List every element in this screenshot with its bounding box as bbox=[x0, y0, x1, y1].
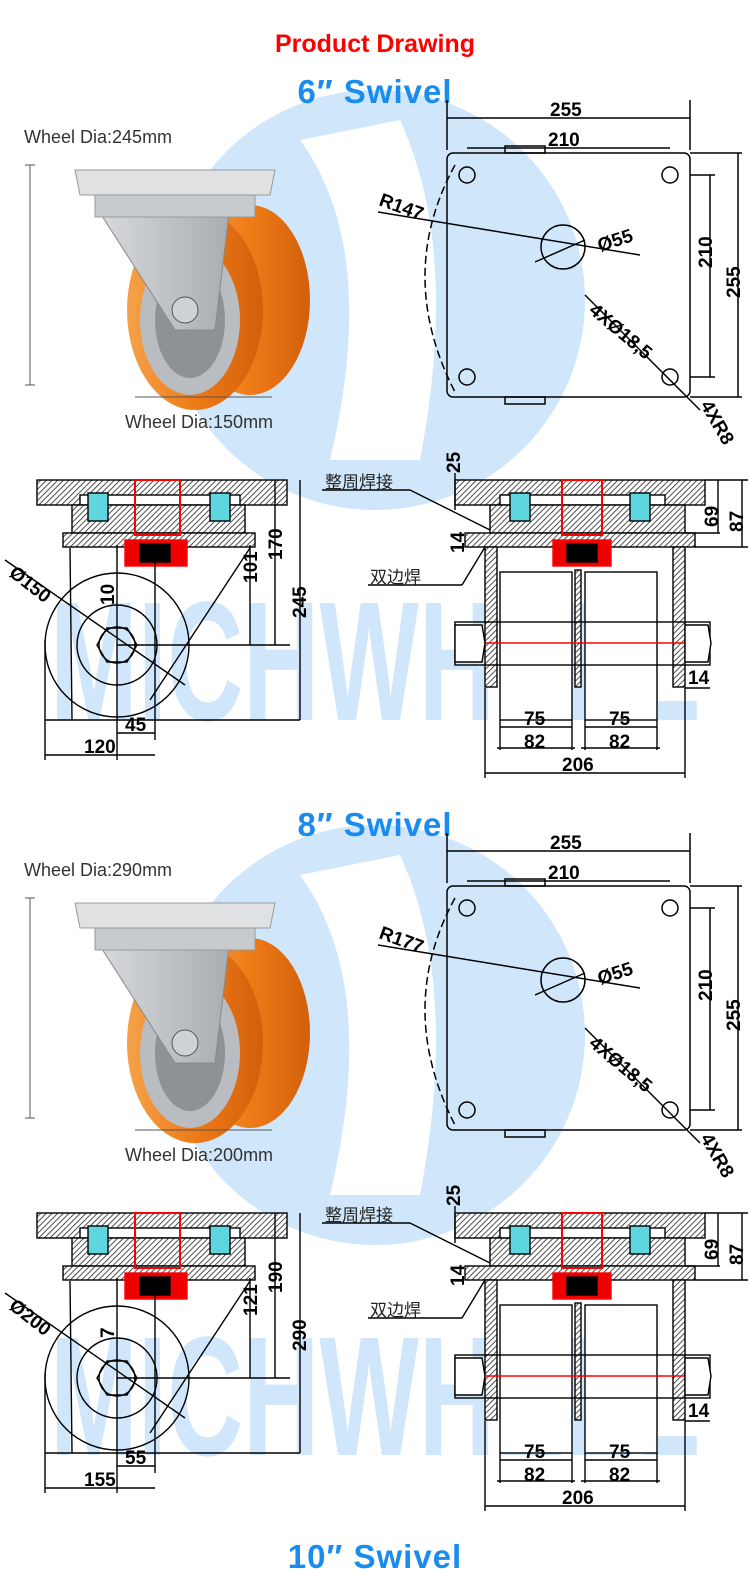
offset-dim: 10 bbox=[98, 584, 119, 605]
front-view bbox=[322, 1206, 748, 1511]
overall-width: 206 bbox=[562, 755, 594, 776]
tread-width-1: 75 bbox=[524, 709, 546, 730]
top-radius: R147 bbox=[376, 190, 426, 225]
top-radius: R177 bbox=[376, 923, 426, 958]
top-corners: 4XR8 bbox=[696, 397, 738, 449]
top-view bbox=[377, 100, 742, 411]
overall-height: 245 bbox=[290, 586, 311, 618]
plate-14: 14 bbox=[448, 531, 469, 553]
side-view bbox=[4, 479, 301, 760]
plate-thickness: 25 bbox=[444, 1184, 465, 1206]
height-dim-1: 101 bbox=[241, 551, 262, 583]
weld-full-label: 整周焊接 bbox=[325, 1206, 393, 1226]
leg-14: 14 bbox=[688, 668, 710, 689]
top-width-outer: 255 bbox=[550, 100, 582, 121]
top-center-hole: Ø55 bbox=[595, 959, 636, 990]
top-height-inner: 210 bbox=[696, 236, 717, 268]
wheel-dia-label: Wheel Dia:150mm bbox=[125, 412, 273, 432]
swivel-lead: 45 bbox=[125, 715, 147, 736]
section-heading: 8″ Swivel bbox=[297, 806, 453, 843]
side-view bbox=[4, 1212, 301, 1493]
wheel-diameter: Ø150 bbox=[5, 562, 55, 607]
wheel-dia-label: Wheel Dia:200mm bbox=[125, 1145, 273, 1165]
top-view bbox=[377, 833, 742, 1144]
weld-full-label: 整周焊接 bbox=[325, 473, 393, 493]
top-width-outer: 255 bbox=[550, 833, 582, 854]
top-height-outer: 255 bbox=[724, 999, 745, 1031]
top-corners: 4XR8 bbox=[696, 1130, 738, 1182]
tread-width-2: 75 bbox=[609, 709, 631, 730]
leg-14: 14 bbox=[688, 1401, 710, 1422]
top-holes: 4XØ18,5 bbox=[585, 300, 656, 365]
wheel-diameter: Ø200 bbox=[5, 1295, 55, 1340]
overall-height: 290 bbox=[290, 1319, 311, 1351]
swing-radius: 155 bbox=[84, 1470, 116, 1491]
plate-14: 14 bbox=[448, 1264, 469, 1286]
height-dim-2: 190 bbox=[266, 1261, 287, 1293]
tread-width-1: 75 bbox=[524, 1442, 546, 1463]
tread-width-2: 75 bbox=[609, 1442, 631, 1463]
plate-thickness: 25 bbox=[444, 451, 465, 473]
height-dim-2: 170 bbox=[266, 528, 287, 560]
wheel-width-2: 82 bbox=[609, 1465, 630, 1486]
caster-photo: Wheel Dia:290mm Wheel Dia:200mm bbox=[24, 860, 310, 1165]
top-width-inner: 210 bbox=[548, 130, 580, 151]
weld-double-label: 双边焊 bbox=[370, 568, 421, 588]
dim-87: 87 bbox=[727, 511, 748, 532]
top-height-outer: 255 bbox=[724, 266, 745, 298]
caster-section: Wheel Dia:245mm Wheel Dia:150mm bbox=[4, 100, 748, 778]
page-title: Product Drawing bbox=[274, 30, 475, 58]
top-center-hole: Ø55 bbox=[595, 226, 636, 257]
wheel-width-1: 82 bbox=[524, 732, 545, 753]
dim-69: 69 bbox=[702, 1239, 723, 1260]
section-heading: 6″ Swivel bbox=[297, 73, 453, 110]
swivel-lead: 55 bbox=[125, 1448, 147, 1469]
overall-dia-label: Wheel Dia:245mm bbox=[24, 127, 172, 147]
top-height-inner: 210 bbox=[696, 969, 717, 1001]
overall-width: 206 bbox=[562, 1488, 594, 1509]
height-dim-1: 121 bbox=[241, 1284, 262, 1316]
top-holes: 4XØ18,5 bbox=[585, 1033, 656, 1098]
weld-double-label: 双边焊 bbox=[370, 1301, 421, 1321]
overall-dia-label: Wheel Dia:290mm bbox=[24, 860, 172, 880]
section-heading: 10″ Swivel bbox=[287, 1538, 463, 1575]
swing-radius: 120 bbox=[84, 737, 116, 758]
dim-87: 87 bbox=[727, 1244, 748, 1265]
caster-photo: Wheel Dia:245mm Wheel Dia:150mm bbox=[24, 127, 310, 432]
offset-dim: 7 bbox=[98, 1327, 119, 1338]
dim-69: 69 bbox=[702, 506, 723, 527]
top-width-inner: 210 bbox=[548, 863, 580, 884]
wheel-width-2: 82 bbox=[609, 732, 630, 753]
wheel-width-1: 82 bbox=[524, 1465, 545, 1486]
front-view bbox=[322, 473, 748, 778]
caster-section: Wheel Dia:290mm Wheel Dia:200mm bbox=[4, 833, 748, 1511]
